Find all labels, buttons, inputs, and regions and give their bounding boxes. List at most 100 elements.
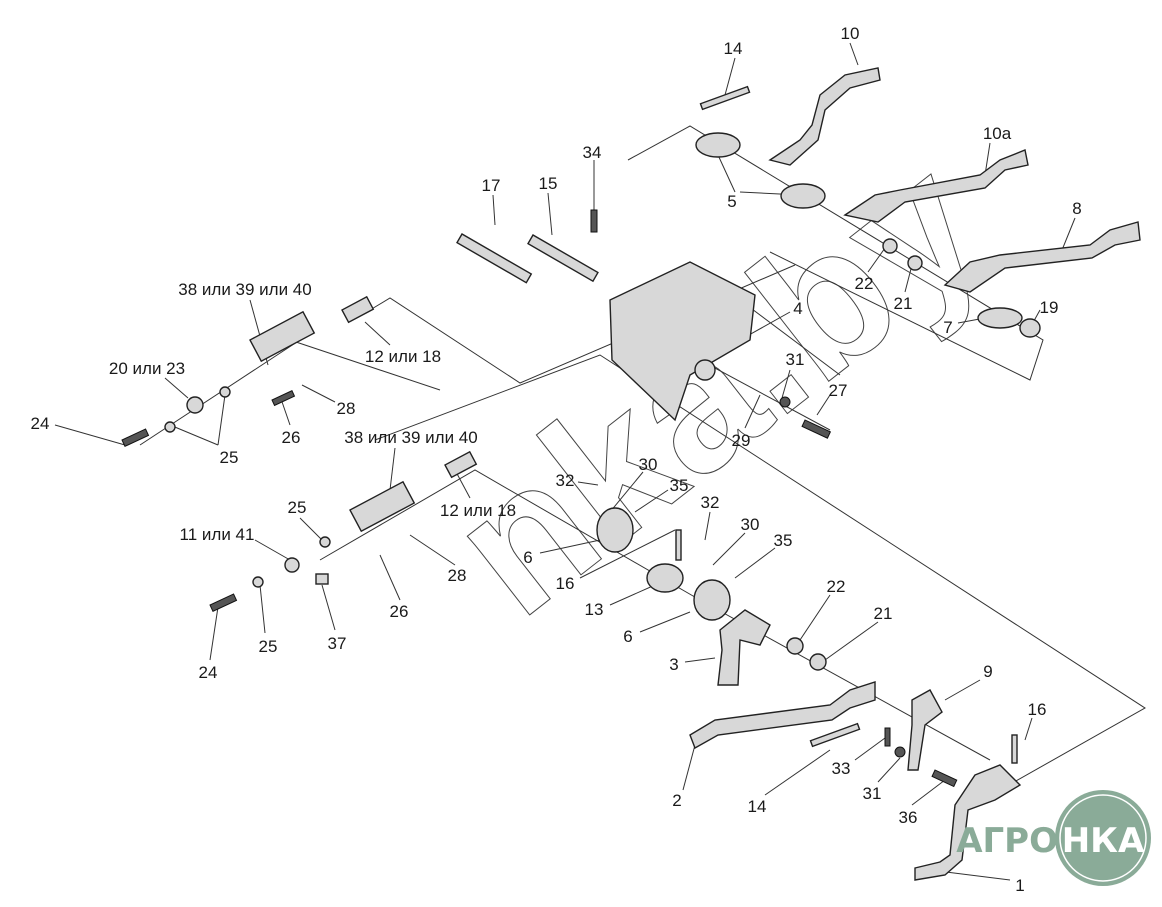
bushing-13 xyxy=(646,563,684,593)
label-31: 31 xyxy=(786,350,805,369)
washer-25c xyxy=(319,536,331,548)
label-1: 1 xyxy=(1015,876,1024,895)
label-7: 7 xyxy=(943,318,952,337)
label-33: 33 xyxy=(832,759,851,778)
bolt-26a xyxy=(271,390,296,407)
label-25: 25 xyxy=(259,637,278,656)
bracket-5a xyxy=(695,132,741,158)
spring-34 xyxy=(590,209,598,233)
label-24: 24 xyxy=(199,663,218,682)
label-24: 24 xyxy=(31,414,50,433)
bushing-19 xyxy=(1019,318,1041,338)
label-26: 26 xyxy=(282,428,301,447)
label-19: 19 xyxy=(1040,298,1059,317)
shaft-15 xyxy=(527,234,599,283)
label-21: 21 xyxy=(874,604,893,623)
bolt-27 xyxy=(801,419,832,439)
bracket-6a xyxy=(596,507,634,553)
nut-31a xyxy=(779,396,791,408)
washer-22b xyxy=(786,637,804,655)
washer-25a xyxy=(219,386,231,398)
label-12-18: 12 или 18 xyxy=(440,501,516,520)
cylinder-38b xyxy=(349,480,416,533)
spring-14b xyxy=(809,722,861,748)
label-10: 10 xyxy=(841,24,860,43)
label-20-23: 20 или 23 xyxy=(109,359,185,378)
bearing-housing xyxy=(694,359,716,381)
label-2: 2 xyxy=(672,791,681,810)
label-22: 22 xyxy=(827,577,846,596)
bolt-36 xyxy=(931,769,958,788)
fitting-12b xyxy=(444,450,478,479)
label-16: 16 xyxy=(1028,700,1047,719)
parts xyxy=(121,67,1141,881)
label-5: 5 xyxy=(727,192,736,211)
label-38-39-40: 38 или 39 или 40 xyxy=(178,280,311,299)
cylinder-38a xyxy=(249,310,316,363)
label-9: 9 xyxy=(983,662,992,681)
shaft-17 xyxy=(456,233,533,284)
label-30: 30 xyxy=(639,455,658,474)
clip-37 xyxy=(315,573,329,585)
bracket-5b xyxy=(780,183,826,209)
label-34: 34 xyxy=(583,143,602,162)
agronka-logo: АГРО НКА xyxy=(956,790,1151,886)
label-8: 8 xyxy=(1072,199,1081,218)
label-6: 6 xyxy=(523,548,532,567)
lever-10 xyxy=(768,67,881,166)
nut-31b xyxy=(894,746,906,758)
label-27: 27 xyxy=(829,381,848,400)
label-38-39-40: 38 или 39 или 40 xyxy=(344,428,477,447)
label-26: 26 xyxy=(390,602,409,621)
logo-text-right: НКА xyxy=(1062,821,1145,861)
washer-22a xyxy=(882,238,898,254)
label-10a: 10а xyxy=(983,124,1012,143)
bracket-7 xyxy=(977,307,1023,329)
label-37: 37 xyxy=(328,634,347,653)
nut-20 xyxy=(186,396,204,414)
label-16: 16 xyxy=(556,574,575,593)
label-14: 14 xyxy=(724,39,743,58)
label-36: 36 xyxy=(899,808,918,827)
label-21: 21 xyxy=(894,294,913,313)
label-6: 6 xyxy=(623,627,632,646)
label-28: 28 xyxy=(448,566,467,585)
label-35: 35 xyxy=(670,476,689,495)
label-4: 4 xyxy=(793,299,802,318)
pin-16a xyxy=(675,529,682,561)
bracket-6b xyxy=(693,579,731,621)
label-30: 30 xyxy=(741,515,760,534)
label-11-41: 11 или 41 xyxy=(180,525,255,544)
logo-text-left: АГРО xyxy=(956,821,1058,861)
washer-21a xyxy=(907,255,923,271)
washer-25b xyxy=(164,421,176,433)
housing-4 xyxy=(609,261,756,422)
label-13: 13 xyxy=(585,600,604,619)
lever-8 xyxy=(943,221,1141,293)
fitting-12a xyxy=(341,295,375,324)
lever-9 xyxy=(907,689,943,771)
part-labels: 14 10 34 17 15 10а 5 8 22 21 19 7 4 38 и… xyxy=(31,24,1082,895)
bracket-3 xyxy=(717,609,771,686)
label-28: 28 xyxy=(337,399,356,418)
spring-top xyxy=(699,85,751,111)
label-31: 31 xyxy=(863,784,882,803)
label-32: 32 xyxy=(701,493,720,512)
label-14: 14 xyxy=(748,797,767,816)
bolt-24a xyxy=(121,428,150,448)
label-25: 25 xyxy=(288,498,307,517)
spring-33 xyxy=(884,727,891,747)
label-12-18: 12 или 18 xyxy=(365,347,441,366)
label-22: 22 xyxy=(855,274,874,293)
label-3: 3 xyxy=(669,655,678,674)
label-25: 25 xyxy=(220,448,239,467)
label-15: 15 xyxy=(539,174,558,193)
label-35: 35 xyxy=(774,531,793,550)
bolt-24b xyxy=(209,593,238,613)
lever-10a xyxy=(843,149,1029,223)
label-29: 29 xyxy=(732,431,751,450)
label-17: 17 xyxy=(482,176,501,195)
label-32: 32 xyxy=(556,471,575,490)
lever-2 xyxy=(689,681,876,750)
